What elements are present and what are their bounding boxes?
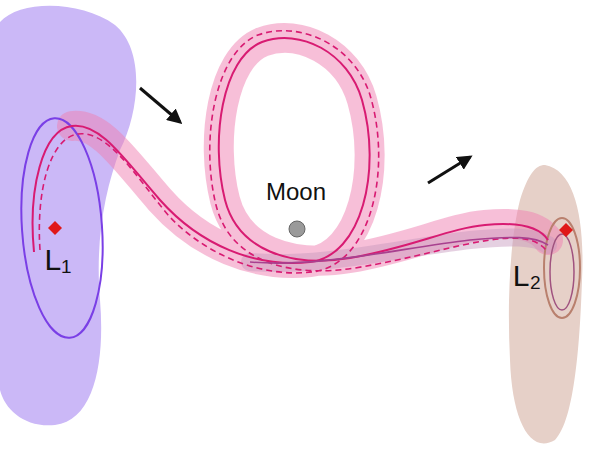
point-label: L₁ (45, 245, 72, 275)
secondary-tube (250, 237, 548, 263)
manifold-tube (72, 38, 548, 263)
region-fill (509, 165, 583, 443)
l2-region: L₂ (470, 150, 595, 450)
region-shape (470, 150, 595, 450)
moon-body (289, 221, 305, 237)
point-label: Moon (266, 180, 326, 204)
region-shape (0, 0, 140, 428)
direction-arrow (140, 88, 180, 122)
moon-loop: Moon (180, 15, 428, 255)
point-label: L₂ (513, 261, 541, 291)
alternate-trajectory (250, 237, 548, 263)
l1-region: L₁ (0, 0, 140, 428)
region-fill (0, 6, 136, 425)
direction-arrow (428, 157, 470, 183)
